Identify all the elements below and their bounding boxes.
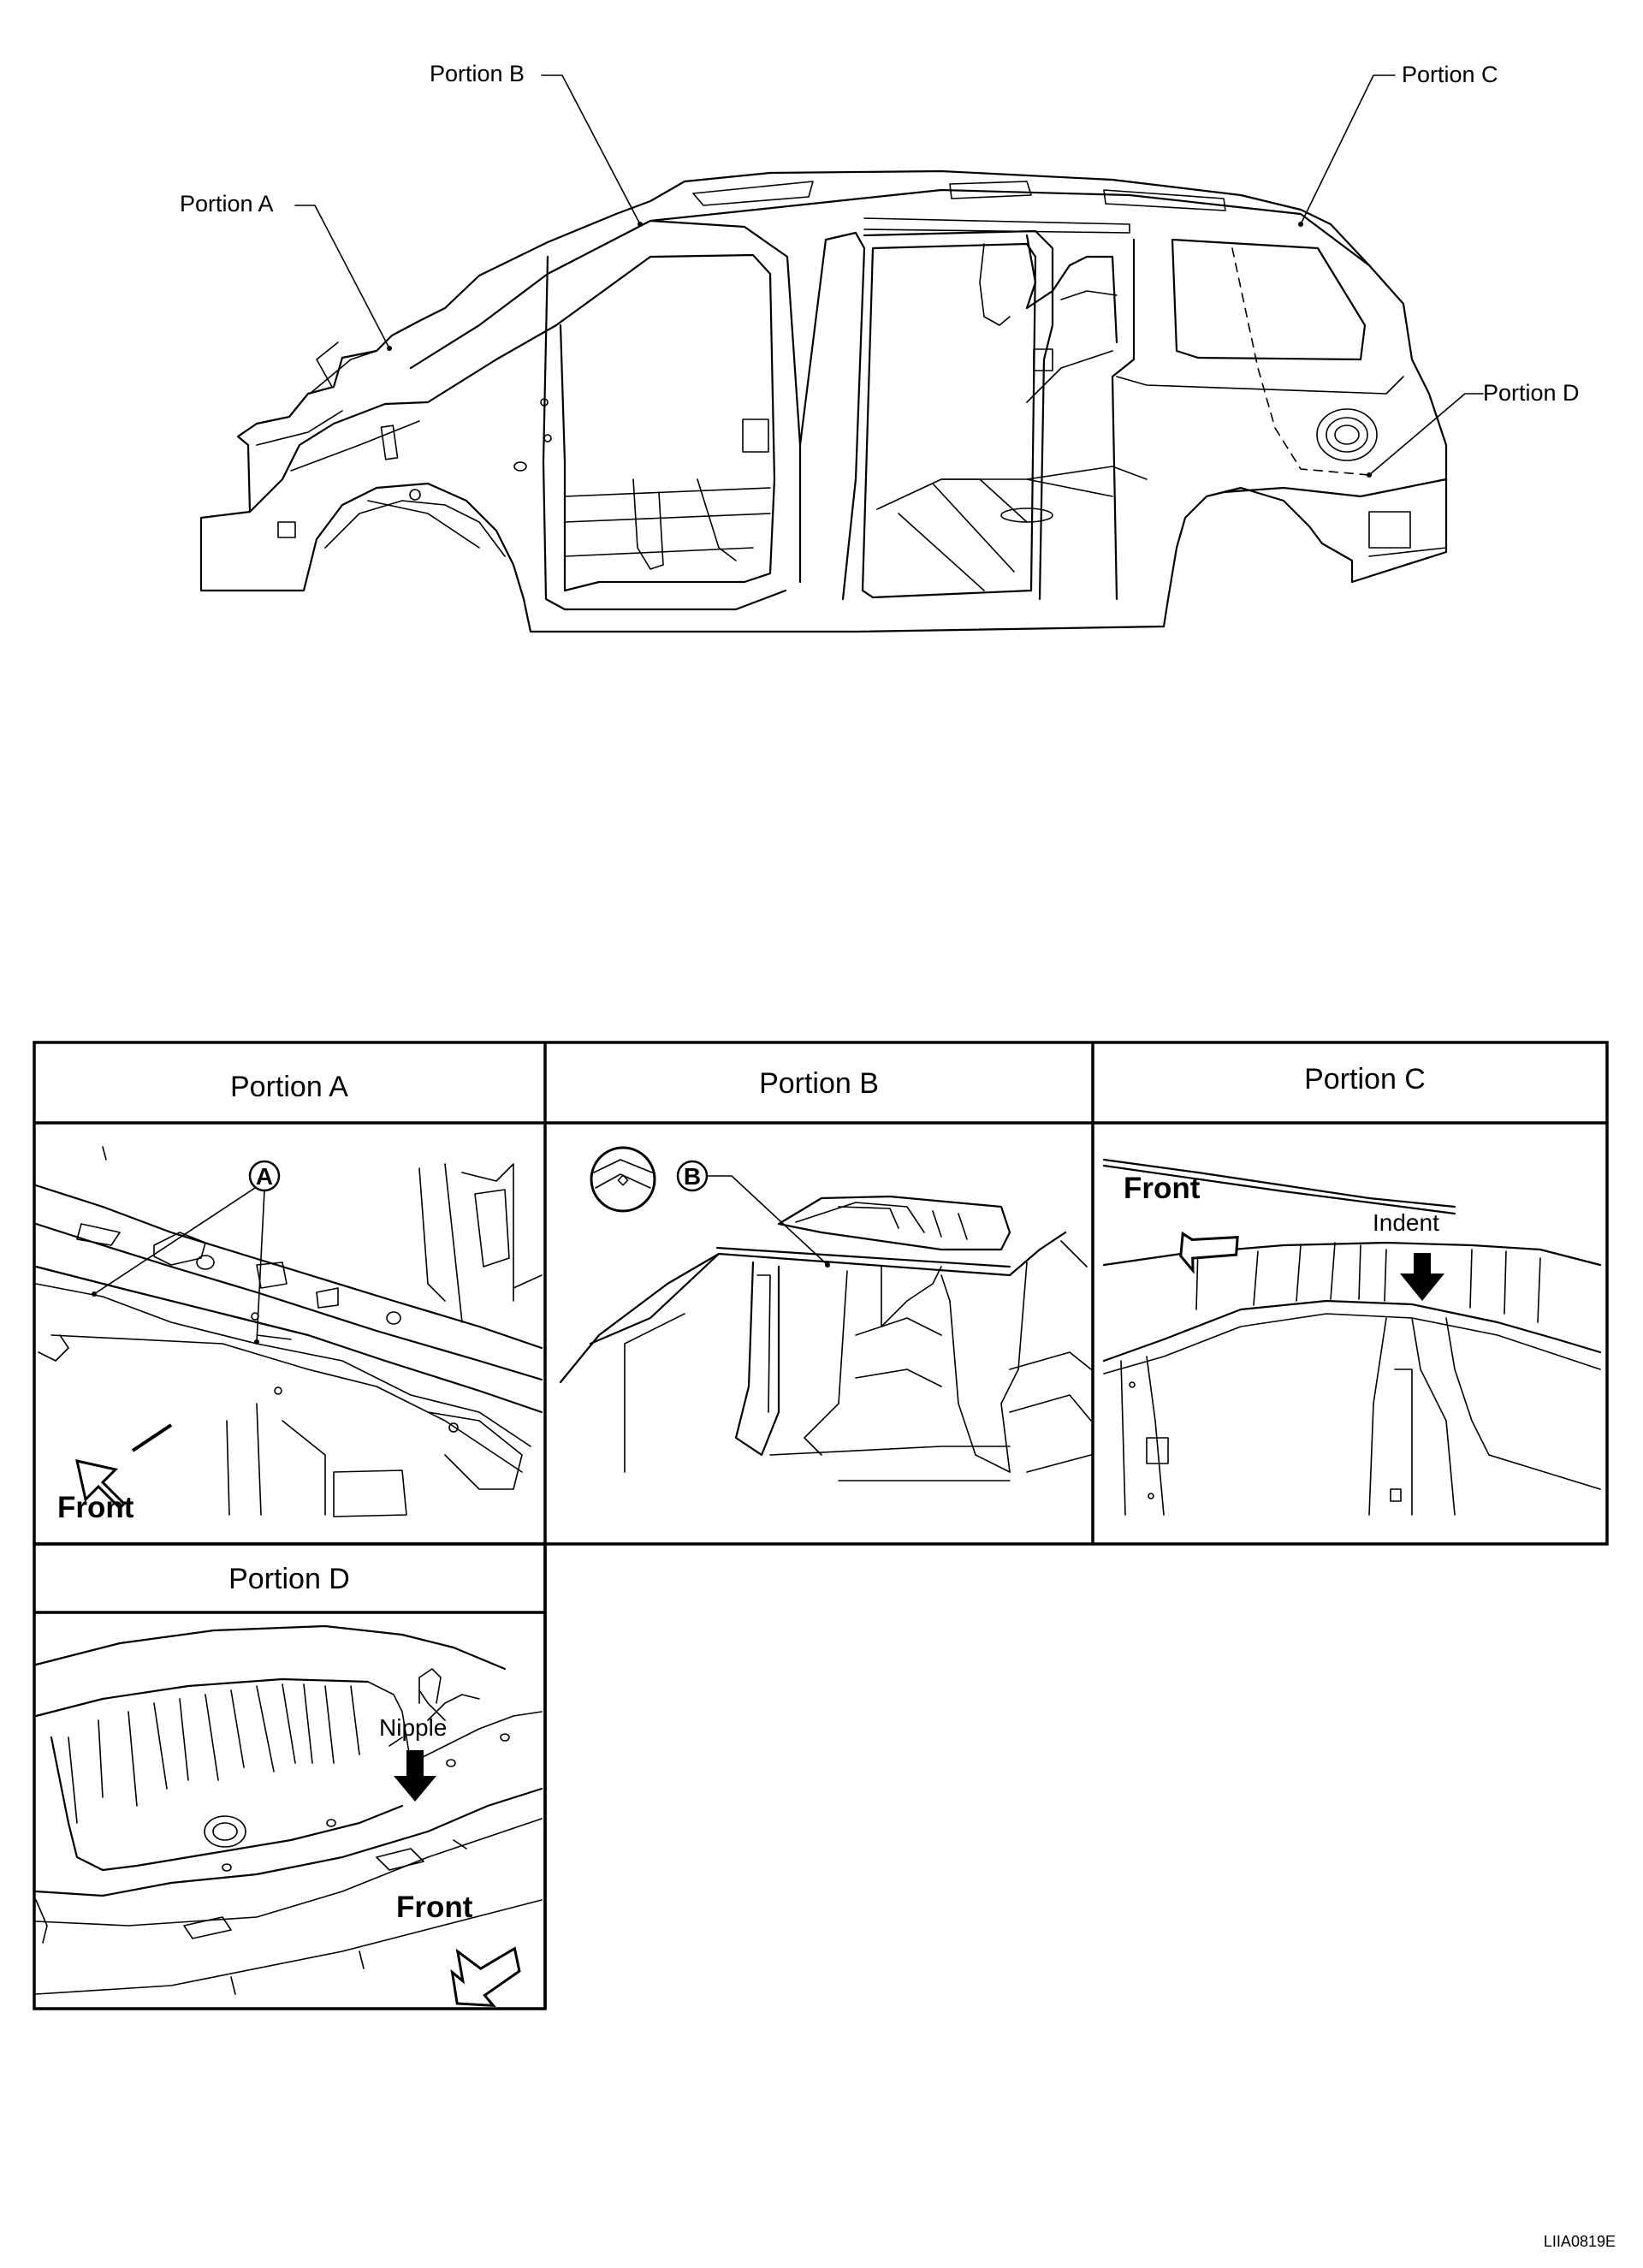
portion-d-title: Portion D — [228, 1563, 350, 1595]
portion-a-title: Portion A — [230, 1071, 348, 1103]
detail-table-grid — [33, 1041, 1609, 2010]
callout-label-portion-b: Portion B — [430, 61, 525, 86]
portion-b-title: Portion B — [759, 1067, 879, 1100]
callout-label-portion-d: Portion D — [1483, 380, 1580, 406]
portion-a-marker: A — [92, 1160, 281, 1345]
portion-c-front-label: Front — [1124, 1172, 1201, 1205]
callout-portion-a: Portion A — [180, 191, 392, 351]
portion-d-front-label: Front — [396, 1891, 473, 1924]
portion-c-title: Portion C — [1304, 1063, 1426, 1095]
portion-a-drawing — [34, 1146, 543, 1517]
callout-portion-d: Portion D — [1367, 380, 1580, 478]
portion-b-drawing — [559, 1195, 1092, 1481]
nipple-arrow-icon — [389, 1737, 436, 1802]
callout-label-portion-a: Portion A — [180, 191, 274, 217]
callout-label-portion-c: Portion C — [1402, 62, 1498, 87]
portion-c-indent-label: Indent — [1373, 1209, 1439, 1236]
portion-b-magnifier-icon — [590, 1146, 656, 1213]
portion-a-front-label: Front — [57, 1491, 134, 1524]
callout-portion-c: Portion C — [1298, 62, 1498, 227]
vehicle-body-drawing — [199, 169, 1448, 633]
portion-d-nipple-label: Nipple — [379, 1714, 447, 1741]
indent-arrow-icon — [1400, 1253, 1444, 1301]
portion-d-drawing — [34, 1624, 543, 1995]
portion-c-drawing — [1102, 1158, 1602, 1516]
marker-b-label: B — [684, 1163, 701, 1190]
front-arrow-icon — [75, 1423, 173, 1511]
portion-c-front-arrow-icon — [1179, 1231, 1239, 1274]
portion-b-marker: B — [676, 1160, 830, 1268]
portion-d-front-arrow-icon — [450, 1946, 521, 2008]
callout-portion-b: Portion B — [430, 61, 643, 227]
figure-code: LIIA0819E — [1544, 2233, 1616, 2250]
marker-a-label: A — [256, 1163, 273, 1190]
